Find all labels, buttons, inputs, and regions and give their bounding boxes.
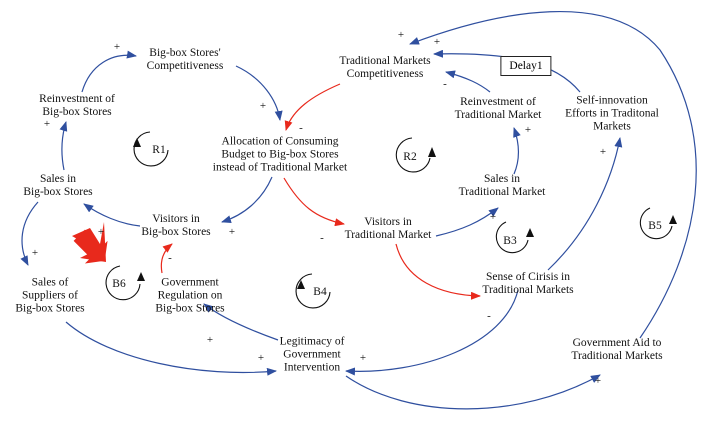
link-reinvest-to-bigbox-competitiveness: [81, 50, 137, 93]
loop-icon-r2: [395, 137, 436, 173]
loop-icon-b3: [495, 221, 534, 254]
polarity-plus: +: [524, 124, 532, 136]
polarity-minus: -: [168, 252, 172, 264]
loop-icon-r1: [133, 131, 169, 167]
polarity-plus: +: [489, 211, 497, 223]
link-legitimacy-to-gov-aid: [345, 374, 601, 410]
loop-icon-b6: [105, 265, 145, 301]
polarity-plus: +: [228, 226, 236, 238]
link-allocation-to-visitors-bigbox: [221, 176, 273, 224]
link-sense-crisis-to-self-innovation: [547, 137, 623, 271]
polarity-minus: -: [320, 232, 324, 244]
link-sales-bigbox-to-sales-suppliers: [20, 201, 39, 266]
polarity-plus: +: [594, 375, 602, 387]
link-visitors-bigbox-to-sales-bigbox: [83, 203, 141, 227]
link-visitors-traditional-to-sense-crisis: [395, 243, 481, 300]
link-sense-crisis-to-legitimacy: [345, 289, 519, 376]
link-gov-regulation-to-visitors-bigbox: [160, 243, 173, 274]
polarity-minus: -: [443, 78, 447, 90]
loop-label-r2: R2: [403, 151, 417, 163]
polarity-plus: +: [397, 29, 405, 41]
polarity-plus: +: [599, 146, 607, 158]
loop-label-b4: B4: [313, 286, 327, 298]
link-traditional-competitiveness-to-allocation: [284, 83, 341, 131]
loop-label-r1: R1: [152, 144, 166, 156]
link-sales-bigbox-to-reinvest: [59, 121, 68, 171]
loop-icon-b5: [639, 207, 677, 240]
polarity-plus: +: [206, 334, 214, 346]
link-visitors-traditional-to-sales-traditional: [435, 207, 499, 237]
loop-label-b3: B3: [503, 235, 517, 247]
link-sales-suppliers-to-legitimacy: [65, 321, 277, 376]
node-bigbox-competitiveness: Big-box Stores'Competitiveness: [146, 47, 224, 72]
polarity-minus: -: [487, 310, 491, 322]
link-legitimacy-to-gov-regulation: [203, 303, 279, 341]
polarity-plus: +: [257, 352, 265, 364]
polarity-plus: +: [31, 247, 39, 259]
polarity-plus: +: [97, 226, 105, 238]
link-reinvest-traditional-to-traditional-competitiveness: [445, 70, 491, 93]
delay-box: Delay1: [500, 56, 552, 76]
big-red-arrow-icon: [72, 222, 108, 264]
loop-label-b6: B6: [112, 278, 126, 290]
polarity-plus: +: [43, 118, 51, 130]
loop-icon-b4: [295, 273, 331, 309]
polarity-plus: +: [359, 352, 367, 364]
link-bigbox-competitiveness-to-allocation: [235, 65, 283, 121]
polarity-plus: +: [259, 100, 267, 112]
polarity-plus: +: [113, 41, 121, 53]
link-sales-traditional-to-reinvest-traditional: [513, 127, 521, 175]
polarity-plus: +: [433, 36, 441, 48]
polarity-minus: -: [299, 122, 303, 134]
loop-label-b5: B5: [648, 220, 662, 232]
link-allocation-to-visitors-traditional: [283, 177, 345, 227]
link-gov-aid-to-traditional-competitiveness: [409, 10, 697, 339]
